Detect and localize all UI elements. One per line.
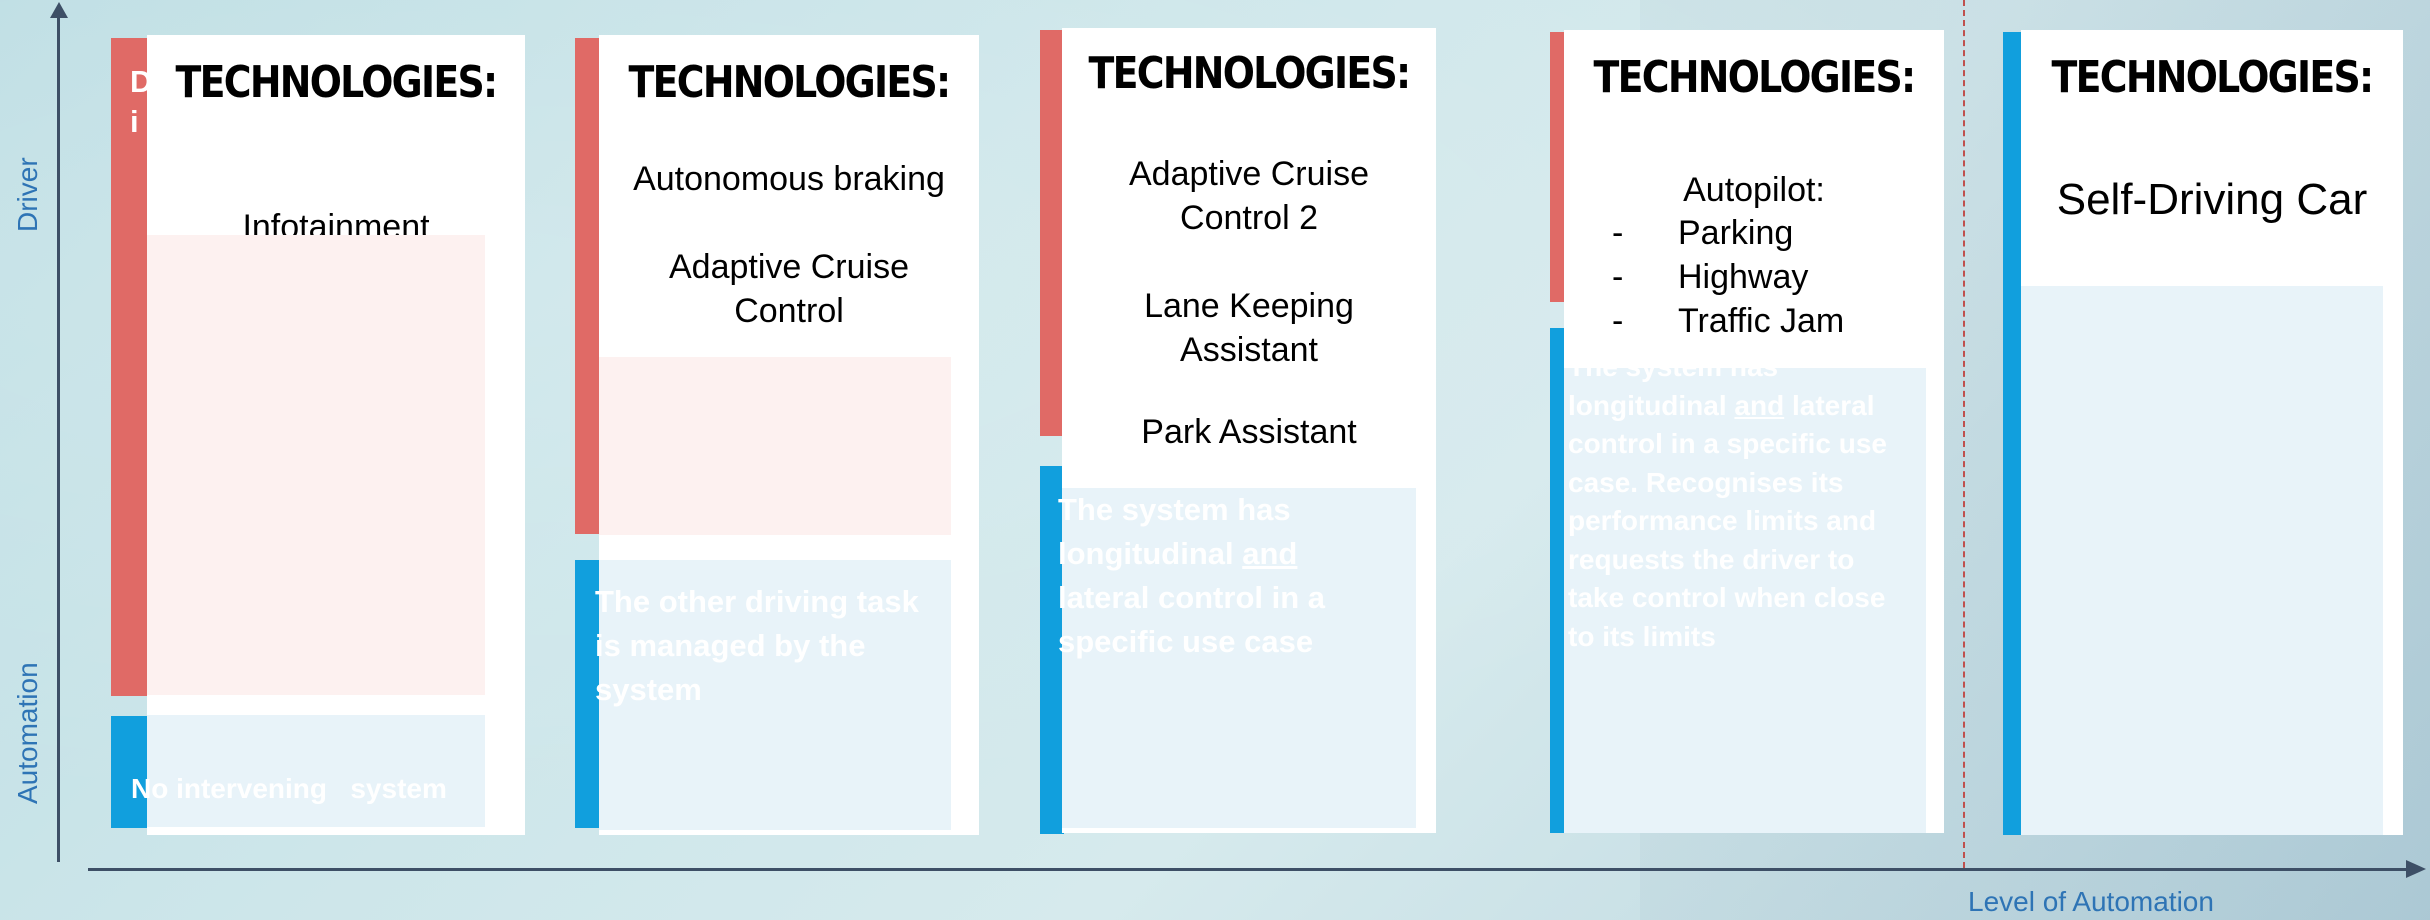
col3-tech-item: Lane Keeping Assistant	[1144, 287, 1354, 369]
col4-driver-bar	[1550, 32, 1566, 302]
threshold-dashed-line	[1963, 0, 1965, 868]
col4-system-text-and: and	[1734, 389, 1785, 421]
col4-bullet-item: - Parking	[1612, 214, 1794, 252]
col1-system-text: No intervening system	[131, 773, 447, 804]
col2-system-text: The other driving task is managed by the…	[595, 584, 919, 707]
col4-system-text-start: The system has longitudinal	[1568, 351, 1779, 421]
col2-driver-bar	[575, 38, 601, 534]
col3-tech-item: Park Assistant	[1141, 413, 1357, 451]
col3-system-panel	[1062, 488, 1416, 828]
col1-driver-bar	[111, 38, 149, 696]
bullet-dash: -	[1612, 258, 1624, 296]
col3-driver-bar	[1040, 30, 1064, 436]
col4-heading: TECHNOLOGIES:	[1593, 52, 1917, 103]
x-axis-arrow-icon	[2406, 860, 2426, 878]
col2-driver-panel	[599, 357, 951, 535]
col3-system-bar	[1040, 466, 1064, 834]
col2-heading: TECHNOLOGIES:	[628, 57, 952, 108]
col1-heading: TECHNOLOGIES:	[175, 57, 499, 108]
col4-bullet-item: - Highway	[1612, 258, 1809, 296]
col2-tech-card: TECHNOLOGIES: Autonomous braking Adaptiv…	[595, 35, 979, 835]
col1-system-bar	[111, 716, 149, 828]
col4-system-text: The system has longitudinal and lateral …	[1568, 348, 1898, 656]
col3-tech-card: TECHNOLOGIES: Adaptive Cruise Control 2 …	[1058, 28, 1436, 833]
col4-system-panel	[1564, 368, 1926, 833]
col1-tech-card: TECHNOLOGIES: Infotainment No intervenin…	[131, 35, 525, 835]
col3-system-text: The system has longitudinal and lateral …	[1058, 488, 1388, 664]
col4-system-text-end: lateral control in a specific use case. …	[1568, 389, 1887, 652]
col3-system-text-end: lateral control in a specific use case	[1058, 580, 1326, 659]
x-axis-label: Level of Automation	[1968, 886, 2214, 917]
y-axis-arrow-icon	[50, 2, 68, 18]
col5-heading: TECHNOLOGIES:	[2051, 52, 2375, 103]
col1-driver-partial-text: D i	[130, 64, 153, 139]
col4-autopilot-label: Autopilot:	[1683, 171, 1825, 209]
col3-system-text-start: The system has longitudinal	[1058, 492, 1291, 571]
col2-system-bar	[575, 560, 601, 828]
bullet-dash: -	[1612, 214, 1624, 252]
col4-system-bar	[1550, 328, 1566, 833]
col5-tech-item: Self-Driving Car	[2056, 175, 2368, 224]
col4-tech-card: TECHNOLOGIES: Autopilot: - Parking - Hig…	[1564, 30, 1944, 833]
x-axis	[88, 868, 2408, 871]
y-axis-label-automation: Automation	[12, 662, 43, 804]
col5-system-panel	[2021, 286, 2383, 835]
y-axis-label-driver: Driver	[12, 157, 43, 232]
bullet-dash: -	[1612, 302, 1624, 340]
col2-tech-item: Adaptive Cruise Control	[668, 248, 909, 330]
col5-system-bar	[2003, 32, 2023, 835]
col1-system-panel-inner	[147, 715, 485, 827]
y-axis	[57, 14, 60, 862]
col4-bullet-item: - Traffic Jam	[1612, 302, 1845, 340]
col1-driver-panel	[147, 235, 485, 695]
col3-tech-item: Adaptive Cruise Control 2	[1128, 155, 1369, 237]
col5-tech-card: TECHNOLOGIES: Self-Driving Car	[2021, 30, 2403, 835]
col3-heading: TECHNOLOGIES:	[1088, 48, 1412, 99]
col3-system-text-and: and	[1242, 536, 1298, 571]
col2-tech-item: Autonomous braking	[633, 160, 945, 198]
col2-system-panel	[599, 560, 951, 830]
